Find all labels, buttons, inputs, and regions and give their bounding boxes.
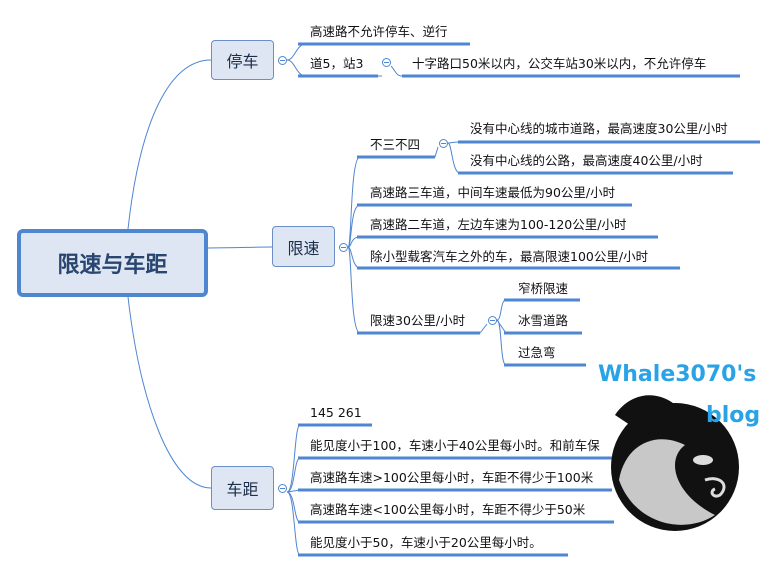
root-node[interactable]: 限速与车距 bbox=[17, 229, 208, 297]
watermark-blog: blog bbox=[706, 403, 761, 428]
collapse-parking-button[interactable] bbox=[278, 56, 287, 65]
parking-item[interactable]: 高速路不允许停车、逆行 bbox=[310, 24, 448, 39]
collapse-group-2-button[interactable] bbox=[488, 316, 497, 325]
collapse-parking-sub-button[interactable] bbox=[382, 58, 391, 67]
node-parking[interactable]: 停车 bbox=[211, 40, 274, 80]
node-distance[interactable]: 车距 bbox=[211, 466, 274, 510]
whale-logo-icon bbox=[611, 395, 739, 531]
distance-item[interactable]: 145 261 bbox=[310, 405, 362, 420]
distance-item[interactable]: 高速路车速>100公里每小时，车距不得少于100米 bbox=[310, 470, 594, 485]
parking-sub-item[interactable]: 十字路口50米以内，公交车站30米以内，不允许停车 bbox=[412, 56, 707, 71]
speed-group-1[interactable]: 不三不四 bbox=[370, 137, 421, 152]
collapse-distance-button[interactable] bbox=[278, 484, 287, 493]
collapse-speed-button[interactable] bbox=[339, 243, 348, 252]
watermark-title: Whale3070's bbox=[598, 362, 757, 387]
speed-group-1-item[interactable]: 没有中心线的公路，最高速度40公里/小时 bbox=[470, 153, 703, 168]
speed-item[interactable]: 高速路三车道，中间车速最低为90公里/小时 bbox=[370, 185, 616, 200]
speed-item[interactable]: 除小型载客汽车之外的车，最高限速100公里/小时 bbox=[370, 249, 649, 264]
speed-group-2-item[interactable]: 冰雪道路 bbox=[518, 313, 569, 328]
speed-item[interactable]: 高速路二车道，左边车速为100-120公里/小时 bbox=[370, 217, 627, 232]
node-speed[interactable]: 限速 bbox=[272, 226, 335, 267]
parking-item[interactable]: 道5，站3 bbox=[310, 56, 364, 71]
distance-item[interactable]: 能见度小于100，车速小于40公里每小时。和前车保 bbox=[310, 438, 600, 453]
speed-group-1-item[interactable]: 没有中心线的城市道路，最高速度30公里/小时 bbox=[470, 121, 728, 136]
speed-group-2-item[interactable]: 窄桥限速 bbox=[518, 281, 569, 296]
collapse-group-1-button[interactable] bbox=[439, 139, 448, 148]
distance-item[interactable]: 高速路车速<100公里每小时，车距不得少于50米 bbox=[310, 502, 586, 517]
distance-item[interactable]: 能见度小于50，车速小于20公里每小时。 bbox=[310, 535, 542, 550]
speed-group-2[interactable]: 限速30公里/小时 bbox=[370, 313, 466, 328]
speed-group-2-item[interactable]: 过急弯 bbox=[518, 345, 556, 360]
